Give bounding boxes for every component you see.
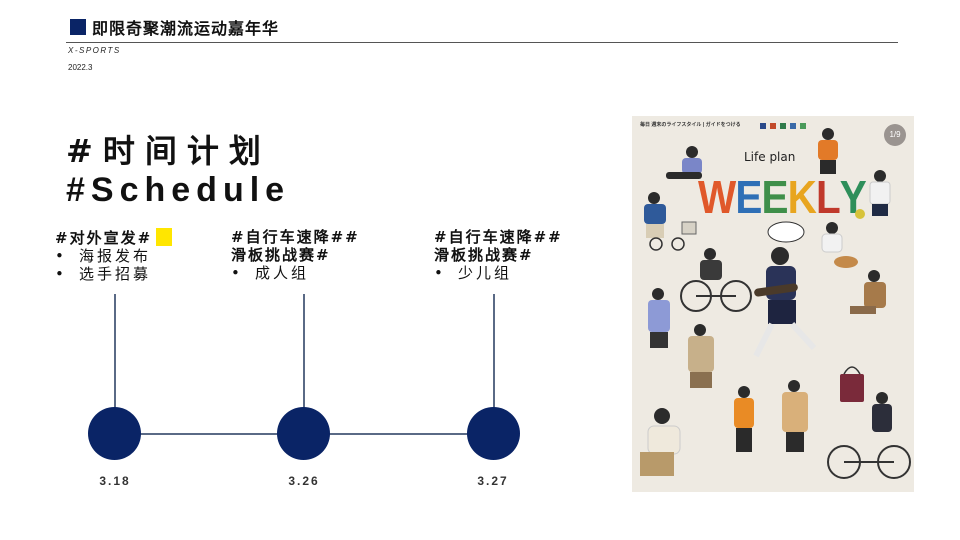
cover-letter: E: [735, 171, 762, 223]
tv-icon: [681, 221, 697, 235]
phase-3: #自行车速降## 滑板挑战赛# 少儿组: [434, 228, 563, 282]
figure-person-icon: [818, 128, 838, 174]
magazine-subtitle: Life plan: [744, 150, 796, 164]
phase-2-heading-line-1: #自行车速降##: [231, 228, 360, 246]
phase-1-heading-line: #对外宣发#: [55, 229, 153, 247]
figure-person-icon: [855, 170, 891, 219]
figure-person-icon: [734, 386, 754, 452]
timeline-connector-1: [114, 294, 116, 434]
header-square-icon: [70, 19, 86, 35]
timeline-date-1: 3.18: [99, 474, 131, 488]
cover-letter: W: [698, 171, 736, 223]
figure-person-icon: [782, 380, 808, 452]
header-title: 即限奇聚潮流运动嘉年华: [92, 19, 280, 38]
phase-2: #自行车速降## 滑板挑战赛# 成人组: [231, 228, 360, 282]
figure-cyclist-icon: [680, 248, 752, 312]
header-date: 2022.3: [68, 63, 93, 72]
timeline-dot-2: [277, 407, 330, 460]
list-item: 选手招募: [55, 265, 172, 283]
cover-letter: K: [787, 171, 817, 223]
highlight-marker: [156, 228, 173, 246]
phase-3-heading-line-1: #自行车速降##: [434, 228, 563, 246]
magazine-cover-image: 毎日 週末のライフスタイル | ガイドをつける 1/9 Life plan WE…: [632, 116, 914, 492]
speech-bubble-icon: [767, 221, 805, 243]
page-title-en: #Schedule: [66, 171, 291, 209]
phase-1-heading: #对外宣发#: [55, 228, 173, 247]
magazine-cover-title: WEEKLY: [698, 171, 867, 223]
phase-3-heading-line-2: 滑板挑战赛#: [434, 246, 534, 264]
color-swatch: [760, 123, 766, 129]
magazine-tagline: 毎日 週末のライフスタイル | ガイドをつける: [640, 122, 741, 128]
color-swatch: [800, 123, 806, 129]
color-swatch: [770, 123, 776, 129]
figure-cyclist-icon: [827, 392, 911, 479]
figure-person-icon: [644, 192, 685, 251]
phase-3-list: 少儿组: [434, 264, 563, 282]
color-swatch: [780, 123, 786, 129]
tote-bag-icon: [840, 366, 864, 402]
figure-person-icon: [753, 247, 817, 358]
timeline-connector-3: [493, 294, 495, 434]
phase-1: #对外宣发# 海报发布 选手招募: [55, 228, 173, 283]
page-title-cn: #时间计划: [66, 132, 271, 170]
magazine-page-badge: 1/9: [884, 124, 906, 146]
timeline-date-2: 3.26: [288, 474, 320, 488]
timeline-date-3: 3.27: [477, 474, 509, 488]
figure-person-icon: [821, 222, 858, 268]
header-divider: [66, 42, 898, 43]
cover-letter: L: [815, 171, 841, 223]
magazine-illustration: [640, 128, 911, 479]
figure-person-icon: [648, 288, 670, 348]
list-item: 少儿组: [434, 264, 563, 282]
phase-2-list: 成人组: [231, 264, 360, 282]
figure-person-icon: [666, 146, 702, 179]
phase-2-heading-line-2: 滑板挑战赛#: [231, 246, 331, 264]
timeline-dot-3: [467, 407, 520, 460]
list-item: 海报发布: [55, 247, 172, 265]
cover-letter: E: [761, 171, 788, 223]
figure-person-icon: [640, 408, 681, 476]
brand-label: X-SPORTS: [68, 46, 121, 55]
phase-1-list: 海报发布 选手招募: [55, 247, 172, 283]
figure-person-icon: [850, 270, 886, 314]
color-swatch: [790, 123, 796, 129]
timeline-dot-1: [88, 407, 141, 460]
figure-person-icon: [688, 324, 714, 388]
list-item: 成人组: [231, 264, 360, 282]
timeline-connector-2: [303, 294, 305, 434]
